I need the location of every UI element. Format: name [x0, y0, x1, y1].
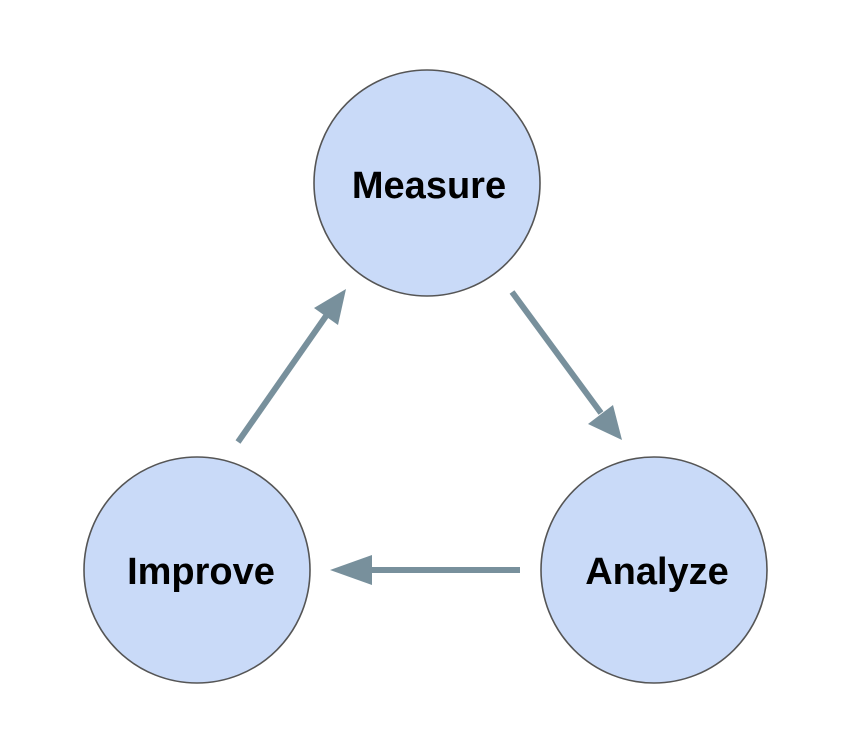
node-improve-label: Improve — [127, 551, 275, 593]
edge-measure-analyze — [509, 290, 622, 440]
edge-analyze-improve — [330, 555, 520, 585]
node-measure-label: Measure — [352, 165, 506, 207]
node-analyze-label: Analyze — [585, 551, 729, 593]
node-improve: Improve — [83, 456, 311, 684]
node-analyze: Analyze — [540, 456, 768, 684]
edge-improve-measure — [235, 289, 346, 444]
node-measure: Measure — [313, 69, 541, 297]
